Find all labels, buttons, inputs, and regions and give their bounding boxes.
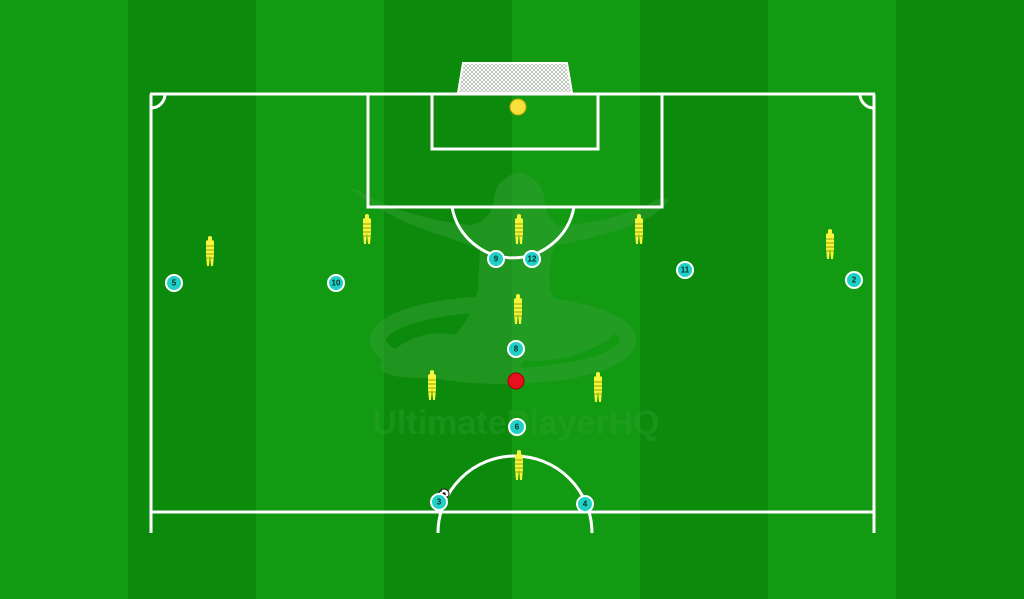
player-token-icon[interactable]: 10 bbox=[327, 274, 345, 292]
player-number: 12 bbox=[528, 255, 537, 264]
player-token-icon[interactable]: 8 bbox=[507, 340, 525, 358]
training-mannequin-icon[interactable] bbox=[515, 450, 523, 480]
player-group: 5 10 9 12 11 2 8 6 3 4 bbox=[165, 250, 863, 513]
training-mannequin-icon[interactable] bbox=[826, 229, 834, 259]
player-number: 10 bbox=[332, 279, 341, 288]
player-token-icon[interactable]: 4 bbox=[576, 495, 594, 513]
player-token-circle bbox=[327, 274, 345, 292]
player-number: 4 bbox=[583, 500, 588, 509]
player-token-circle bbox=[523, 250, 541, 268]
player-token-circle bbox=[430, 493, 448, 511]
player-token-icon[interactable]: 12 bbox=[523, 250, 541, 268]
player-token-icon[interactable]: 11 bbox=[676, 261, 694, 279]
player-token-circle bbox=[576, 495, 594, 513]
player-number: 11 bbox=[681, 266, 690, 275]
player-number: 6 bbox=[515, 423, 520, 432]
mannequin-group bbox=[206, 214, 834, 480]
player-number: 9 bbox=[494, 255, 499, 264]
training-mannequin-icon[interactable] bbox=[515, 214, 523, 244]
player-token-icon[interactable]: 6 bbox=[508, 418, 526, 436]
player-token-circle bbox=[487, 250, 505, 268]
corner-arc-right bbox=[858, 93, 875, 110]
training-mannequin-icon[interactable] bbox=[363, 214, 371, 244]
player-token-circle bbox=[676, 261, 694, 279]
goalkeeper-marker-icon[interactable] bbox=[509, 98, 527, 116]
grass-stripe bbox=[640, 0, 769, 599]
player-token-circle bbox=[845, 271, 863, 289]
player-token-icon[interactable]: 3 bbox=[430, 493, 448, 511]
training-mannequin-icon[interactable] bbox=[594, 372, 602, 402]
grass-stripe bbox=[256, 0, 385, 599]
goal-area bbox=[430, 92, 600, 151]
watermark-logo: UltimatePlayerHQ bbox=[350, 172, 668, 442]
training-mannequin-icon[interactable] bbox=[514, 294, 522, 324]
grass-stripe bbox=[896, 0, 1024, 599]
player-token-icon[interactable]: 9 bbox=[487, 250, 505, 268]
player-token-icon[interactable]: 2 bbox=[845, 271, 863, 289]
player-token-circle bbox=[508, 418, 526, 436]
player-token-circle bbox=[165, 274, 183, 292]
penalty-arc bbox=[450, 206, 576, 260]
cone-marker-icon[interactable] bbox=[507, 372, 525, 390]
corner-arc-left bbox=[150, 93, 167, 110]
training-mannequin-icon[interactable] bbox=[206, 236, 214, 266]
watermark-figure-icon bbox=[350, 172, 668, 378]
goal bbox=[456, 62, 574, 94]
player-token-circle bbox=[507, 340, 525, 358]
training-mannequin-icon[interactable] bbox=[428, 370, 436, 400]
player-token-icon[interactable]: 5 bbox=[165, 274, 183, 292]
player-number: 2 bbox=[852, 276, 857, 285]
player-number: 3 bbox=[437, 498, 442, 507]
grass-stripe bbox=[128, 0, 257, 599]
training-mannequin-icon[interactable] bbox=[635, 214, 643, 244]
grass-stripe bbox=[0, 0, 129, 599]
player-number: 8 bbox=[514, 345, 519, 354]
player-number: 5 bbox=[172, 279, 177, 288]
grass-stripe bbox=[768, 0, 897, 599]
